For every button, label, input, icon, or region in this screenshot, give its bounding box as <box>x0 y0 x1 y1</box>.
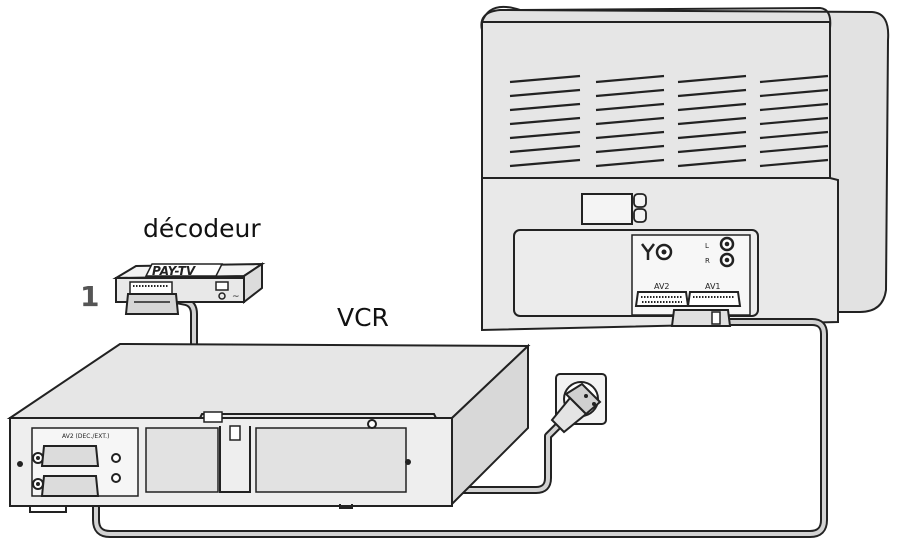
svg-text:PAY-TV: PAY-TV <box>152 264 197 278</box>
antenna-icon <box>641 243 673 261</box>
tv-set: L R AV2 AV1 <box>480 6 890 332</box>
audio-jack-l <box>719 236 735 252</box>
vcr-unit: AV2 (DEC./EXT.) <box>6 342 531 513</box>
vcr-panel-label: AV2 (DEC./EXT.) <box>62 433 109 440</box>
port-label-av2: AV2 <box>654 282 670 291</box>
pay-tv-badge: PAY-TV <box>144 263 224 278</box>
scart-plug-icon <box>670 309 732 327</box>
decoder-box: PAY-TV ~ <box>112 262 266 315</box>
scart-socket-av2 <box>634 291 690 307</box>
tv-vent-grille <box>508 74 830 168</box>
jack-label-r: R <box>705 257 710 265</box>
port-label-av1: AV1 <box>705 282 721 291</box>
decoder-label: décodeur <box>143 214 261 243</box>
vcr-label: VCR <box>337 303 389 332</box>
jack-label-l: L <box>705 242 709 250</box>
step-number: 1 <box>80 280 100 313</box>
svg-text:~: ~ <box>232 292 240 302</box>
power-plug-icon <box>550 382 602 434</box>
scart-socket-av1 <box>686 291 742 307</box>
audio-jack-r <box>719 252 735 268</box>
